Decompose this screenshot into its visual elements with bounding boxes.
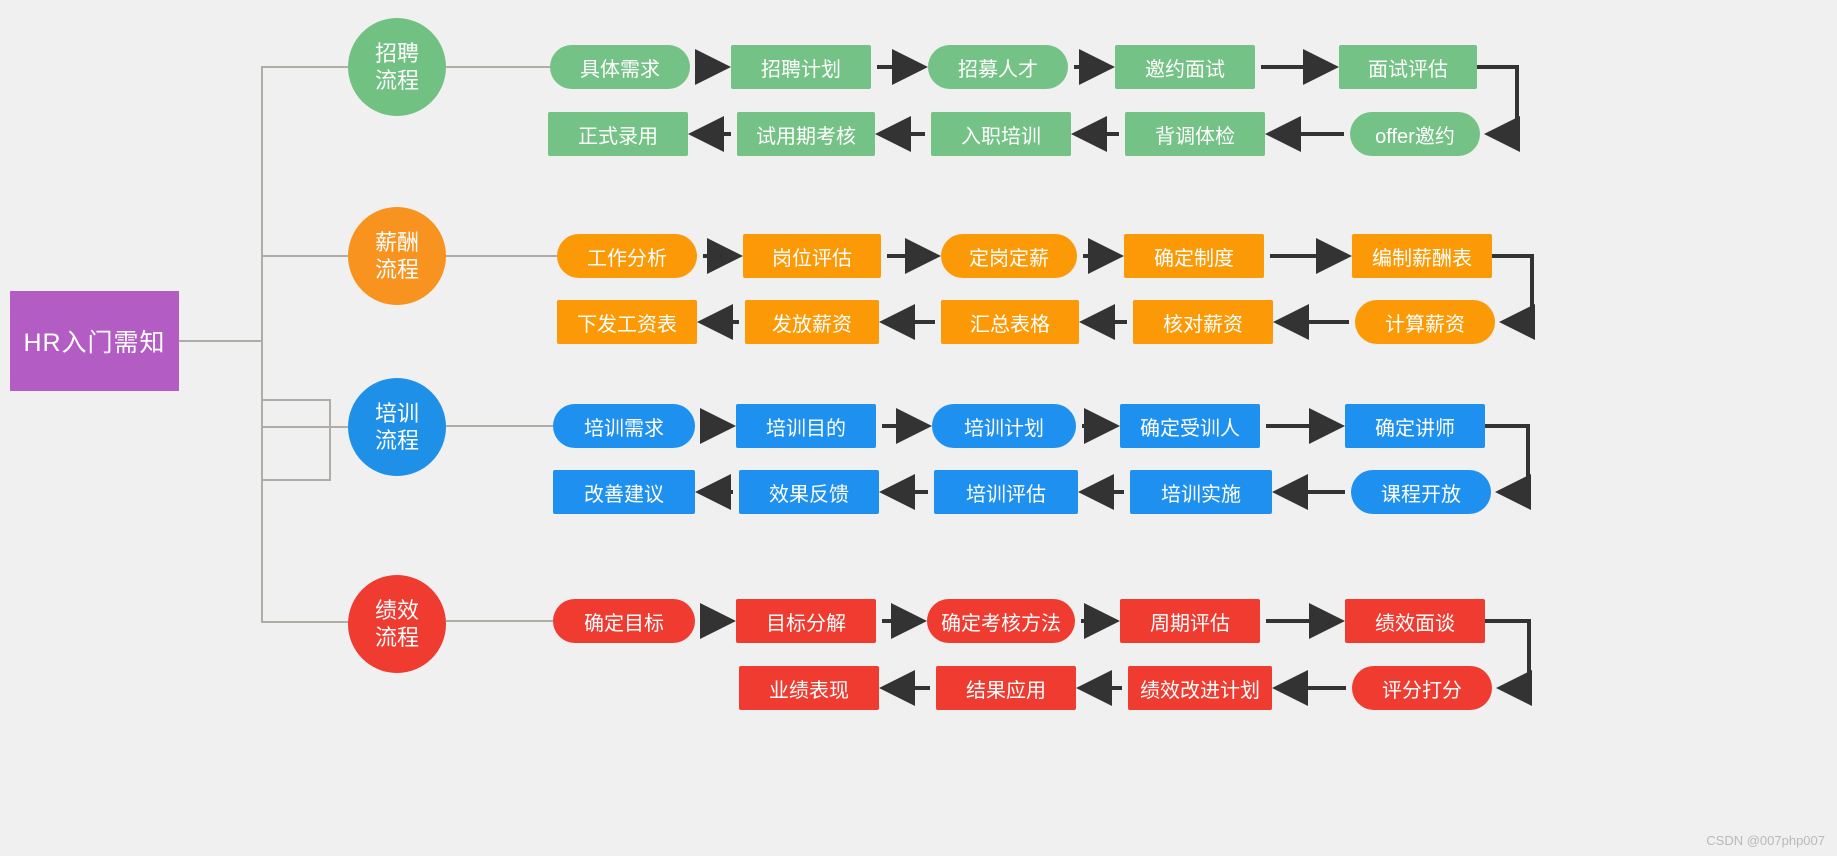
branch-label-line1: 绩效 [374, 597, 419, 623]
branch-node-training[interactable]: 培训 流程 [348, 378, 446, 476]
process-box[interactable]: 业绩表现 [739, 666, 879, 710]
branch-label-line2: 流程 [374, 428, 419, 453]
process-box[interactable]: 确定目标 [553, 599, 695, 643]
branch-label-line2: 流程 [374, 625, 419, 650]
process-box[interactable]: 发放薪资 [745, 300, 879, 344]
process-box[interactable]: 岗位评估 [743, 234, 881, 278]
process-box[interactable]: 培训需求 [553, 404, 695, 448]
process-box[interactable]: 确定制度 [1124, 234, 1264, 278]
process-box[interactable]: 面试评估 [1339, 45, 1477, 89]
branch-label-line1: 薪酬 [374, 229, 419, 255]
process-box[interactable]: 课程开放 [1351, 470, 1491, 514]
process-box[interactable]: 汇总表格 [941, 300, 1079, 344]
branch-label-line2: 流程 [374, 257, 419, 282]
process-box[interactable]: 试用期考核 [737, 112, 875, 156]
process-box[interactable]: 培训目的 [736, 404, 876, 448]
branch-node-performance[interactable]: 绩效 流程 [348, 575, 446, 673]
process-box[interactable]: 确定受训人 [1120, 404, 1260, 448]
branch-label-line1: 招聘 [374, 40, 419, 66]
process-box[interactable]: offer邀约 [1350, 112, 1480, 156]
process-box[interactable]: 背调体检 [1125, 112, 1265, 156]
root-node-label: HR入门需知 [23, 329, 166, 357]
process-box[interactable]: 具体需求 [550, 45, 690, 89]
process-box[interactable]: 入职培训 [931, 112, 1071, 156]
process-box[interactable]: 培训评估 [934, 470, 1078, 514]
process-box[interactable]: 工作分析 [557, 234, 697, 278]
process-box[interactable]: 周期评估 [1120, 599, 1260, 643]
root-node[interactable]: HR入门需知 [10, 291, 179, 391]
process-box[interactable]: 目标分解 [736, 599, 876, 643]
process-box[interactable]: 核对薪资 [1133, 300, 1273, 344]
process-box[interactable]: 定岗定薪 [941, 234, 1077, 278]
process-box[interactable]: 下发工资表 [557, 300, 697, 344]
process-box[interactable]: 结果应用 [936, 666, 1076, 710]
process-box[interactable]: 培训实施 [1130, 470, 1272, 514]
process-box[interactable]: 绩效改进计划 [1128, 666, 1272, 710]
watermark: CSDN @007php007 [1706, 833, 1825, 848]
process-box[interactable]: 招聘计划 [731, 45, 871, 89]
process-box[interactable]: 培训计划 [932, 404, 1076, 448]
process-box[interactable]: 评分打分 [1352, 666, 1492, 710]
branch-node-compensation[interactable]: 薪酬 流程 [348, 207, 446, 305]
process-box[interactable]: 邀约面试 [1115, 45, 1255, 89]
process-box[interactable]: 计算薪资 [1355, 300, 1495, 344]
process-box[interactable]: 效果反馈 [739, 470, 879, 514]
process-box[interactable]: 编制薪酬表 [1352, 234, 1492, 278]
process-box[interactable]: 绩效面谈 [1345, 599, 1485, 643]
process-box[interactable]: 确定讲师 [1345, 404, 1485, 448]
process-box[interactable]: 确定考核方法 [927, 599, 1075, 643]
branch-label-line2: 流程 [374, 68, 419, 93]
process-box[interactable]: 正式录用 [548, 112, 688, 156]
branch-label-line1: 培训 [374, 400, 419, 426]
process-box[interactable]: 改善建议 [553, 470, 695, 514]
process-box[interactable]: 招募人才 [928, 45, 1068, 89]
branch-node-recruitment[interactable]: 招聘 流程 [348, 18, 446, 116]
